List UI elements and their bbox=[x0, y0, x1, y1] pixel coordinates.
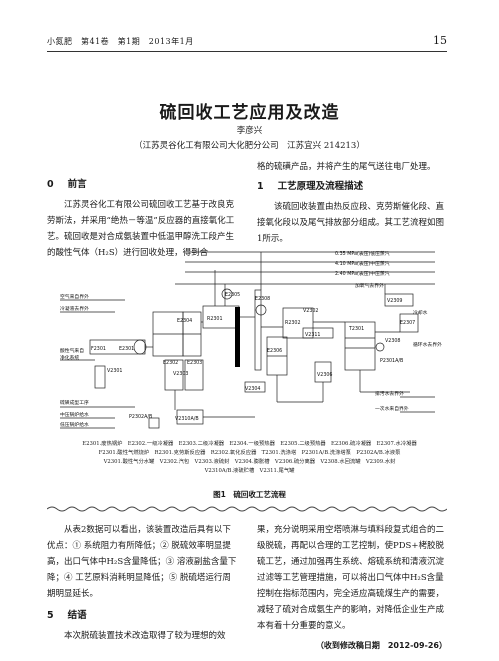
received-date: （收到修改稿日期 2012-09-26） bbox=[315, 641, 447, 650]
conclusion-paragraph: 本次脱硫装置技术改造取得了较为理想的效 bbox=[64, 631, 226, 641]
tag-t2301: T2301 bbox=[348, 326, 364, 332]
section-1-paragraph: 该硫回收装置由热反应段、克劳斯催化段、直接氧化段以及尾气排放部分组成。其工艺流程… bbox=[257, 202, 445, 244]
header-rule bbox=[47, 51, 447, 52]
label-lp-bfw: 低压锅炉给水 bbox=[60, 421, 89, 428]
label-condensate: 冷凝液去界外 bbox=[60, 305, 89, 312]
label-sulfur-forming: 硫磺成型工序 bbox=[60, 399, 89, 406]
tag-e2308: E2308 bbox=[255, 296, 270, 302]
tag-e2307: E2307 bbox=[400, 320, 415, 326]
label-acid-gas: 酸性气来自 bbox=[60, 347, 84, 354]
tag-e2302: E2302 bbox=[163, 360, 178, 366]
label-blowdown: 排污水去界外 bbox=[375, 390, 404, 397]
label-cw-return: 循环水去界外 bbox=[413, 341, 442, 348]
journal-info: 小氮肥 第41卷 第1期 2013年1月 bbox=[47, 37, 194, 46]
tag-v2308: V2308 bbox=[385, 338, 401, 344]
label-acid-gas-source: 净化系统 bbox=[60, 354, 79, 361]
tag-e2304: E2304 bbox=[177, 318, 192, 324]
label-oxygen-out: 加氧气去界外 bbox=[355, 282, 384, 289]
tag-p2301: P2301A/B bbox=[380, 358, 403, 364]
label-air-in: 空气来自界外 bbox=[60, 293, 89, 300]
continued-paragraph: 格的硫磺产品，并将产生的尾气送往电厂处理。 bbox=[257, 162, 436, 172]
legend-line-2: F2301.酸性气燃烧炉 R2301.克劳斯反应器 R2302.氧化反应器 T2… bbox=[98, 450, 401, 456]
tag-v2311: V2311 bbox=[305, 332, 321, 338]
running-header: 小氮肥 第41卷 第1期 2013年1月 15 bbox=[47, 34, 447, 48]
tag-f2301: F2301 bbox=[91, 346, 106, 352]
tag-e2301: E2301 bbox=[119, 346, 134, 352]
vertical-bar bbox=[235, 307, 240, 367]
tag-v2309: V2309 bbox=[387, 298, 403, 304]
figure-caption: 图1 硫回收工艺流程 bbox=[213, 490, 286, 499]
tag-r2301: R2301 bbox=[207, 316, 223, 322]
tag-v2310: V2310A/B bbox=[175, 416, 199, 422]
tag-e2303: E2303 bbox=[187, 360, 202, 366]
tag-e2306: E2306 bbox=[267, 348, 282, 354]
legend-line-1: E2301.废热锅炉 E2302.一级冷凝器 E2303.二级冷凝器 E2304… bbox=[82, 441, 417, 447]
label-cooling-water: 冷却水 bbox=[413, 309, 428, 316]
section-divider bbox=[47, 506, 447, 512]
intro-paragraph: 江苏灵谷化工有限公司硫回收工艺基于改良克劳斯法，并采用“绝热－等温”反应器的直接… bbox=[47, 200, 235, 258]
legend-line-3: V2301.酸性气分水罐 V2302.汽包 V2303.液硫封 V2304.膨胀… bbox=[103, 459, 396, 465]
tag-v2303: V2303 bbox=[173, 371, 189, 377]
label-steam-low: 0.35 MPa(表压)低压蒸汽 bbox=[335, 250, 390, 257]
process-flow-diagram: 0.35 MPa(表压)低压蒸汽 4.10 MPa(表压)中压蒸汽 2.40 M… bbox=[60, 250, 442, 429]
tag-r2302: R2302 bbox=[285, 320, 301, 326]
tag-v2301: V2301 bbox=[107, 368, 123, 374]
author: 李彦兴 bbox=[236, 126, 263, 136]
advantages-paragraph: 从表2数据可以看出，该装置改造后具有以下优点：① 系统阻力有所降低；② 脱硫效率… bbox=[47, 525, 237, 599]
left-column-bottom: 从表2数据可以看出，该装置改造后具有以下优点：① 系统阻力有所降低；② 脱硫效率… bbox=[47, 522, 237, 644]
tag-v2302: V2302 bbox=[303, 308, 319, 314]
tag-v2306: V2306 bbox=[317, 372, 333, 378]
legend-line-4: V2310A/B.液硫贮槽 V2311.尾气罐 bbox=[204, 468, 295, 474]
figure-legend: E2301.废热锅炉 E2302.一级冷凝器 E2303.二级冷凝器 E2304… bbox=[60, 440, 439, 476]
label-steam-mid: 4.10 MPa(表压)中压蒸汽 bbox=[335, 260, 390, 267]
label-mp-bfw: 中压锅炉给水 bbox=[60, 411, 89, 418]
tag-v2304: V2304 bbox=[245, 386, 261, 392]
page-number: 15 bbox=[433, 34, 447, 47]
affiliation: （江苏灵谷化工有限公司大化肥分公司 江苏宜兴 214213） bbox=[134, 141, 365, 151]
article-title: 硫回收工艺应用及改造 bbox=[159, 103, 340, 123]
tag-e2305: E2305 bbox=[225, 292, 240, 298]
conclusion-continued: 果，充分说明采用空塔喷淋与填料段复式组合的二级脱硫，再配以合理的工艺控制，使PD… bbox=[257, 525, 445, 631]
tag-p2302: P2302A/B bbox=[129, 414, 152, 420]
label-raw-water: 一次水来自界外 bbox=[375, 405, 409, 412]
right-column-bottom: 果，充分说明采用空塔喷淋与填料段复式组合的二级脱硫，再配以合理的工艺控制，使PD… bbox=[257, 522, 447, 654]
label-steam-mid2: 2.40 MPa(表压)中压蒸汽 bbox=[335, 270, 390, 277]
